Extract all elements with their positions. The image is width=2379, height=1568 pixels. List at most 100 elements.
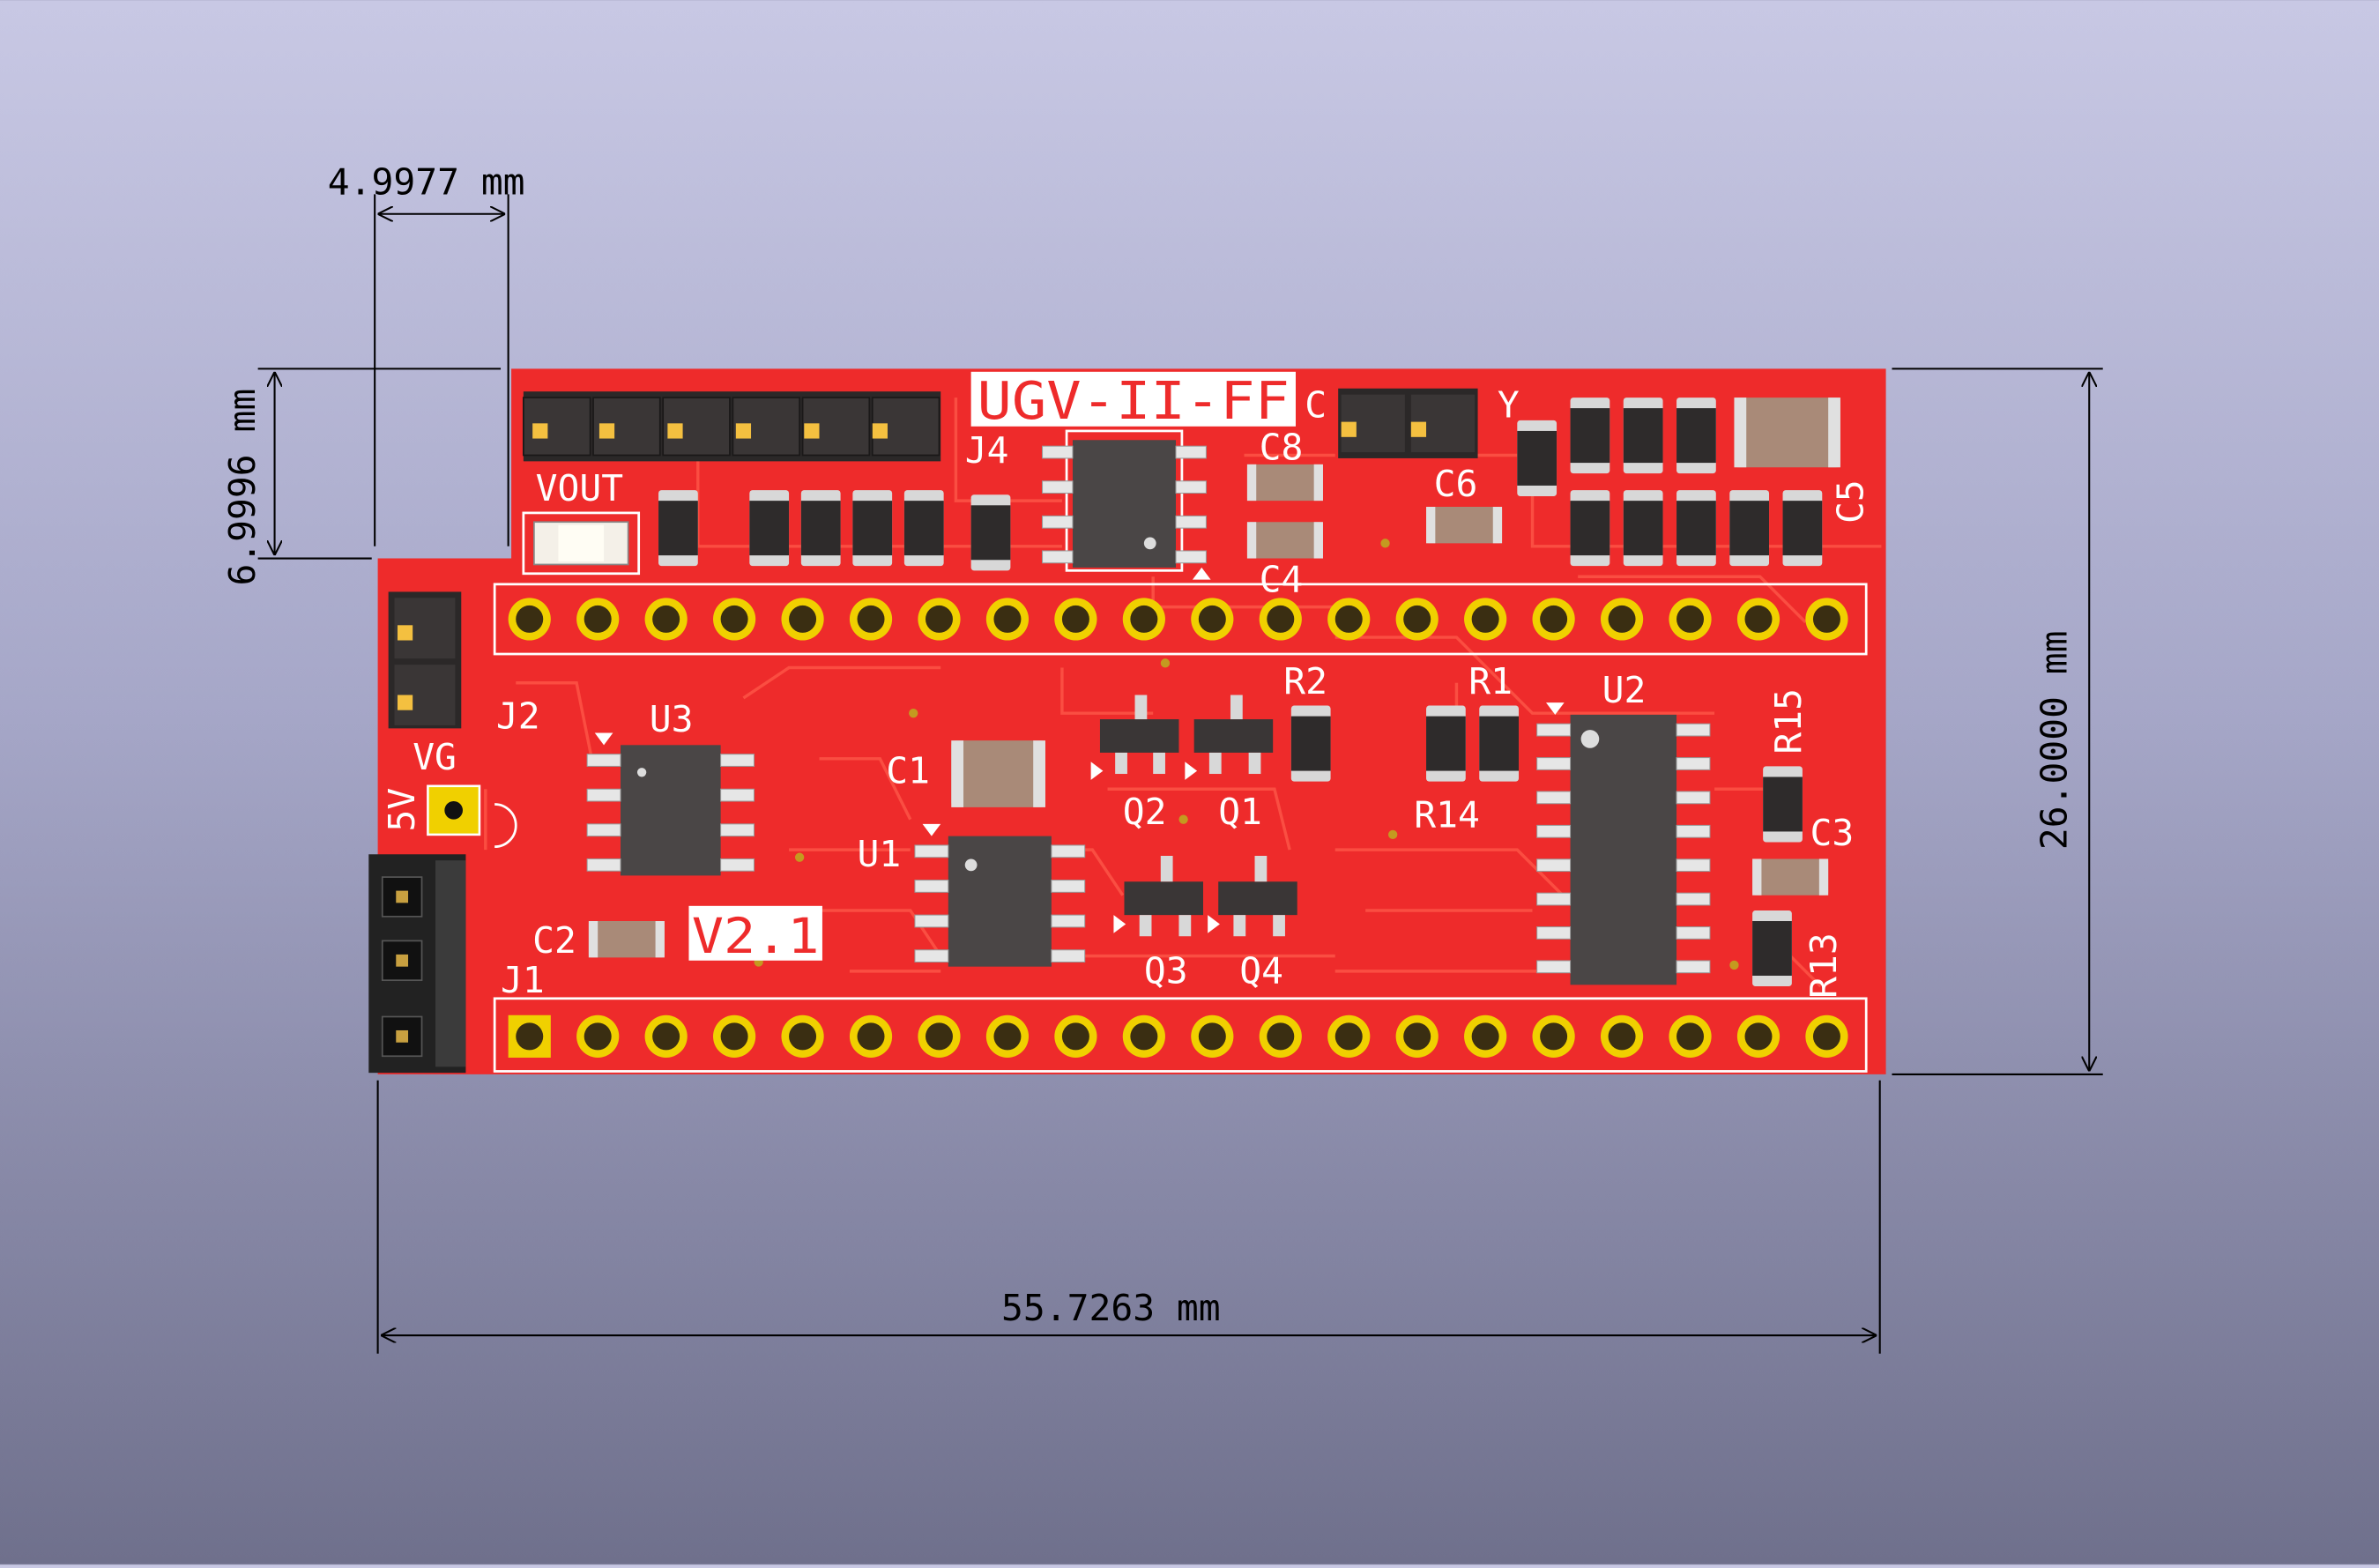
ic-lead <box>720 754 755 767</box>
board-title: UGV-II-FF <box>978 371 1290 431</box>
label-c3: C3 <box>1810 812 1855 854</box>
label-u3: U3 <box>650 698 694 740</box>
pin-hole <box>584 605 612 633</box>
pin-hole <box>993 605 1022 633</box>
label-c8: C8 <box>1260 427 1304 469</box>
ic-dots <box>636 537 1600 872</box>
ic-lead <box>1536 757 1572 770</box>
label-q3: Q3 <box>1144 950 1188 992</box>
pin-hole <box>1403 605 1431 633</box>
label-j4: J4 <box>965 429 1009 472</box>
pin-hole <box>1540 605 1568 633</box>
pin-hole <box>1744 1022 1773 1051</box>
ic-lead <box>1175 480 1207 494</box>
label-u1: U1 <box>858 833 902 875</box>
label-u2: U2 <box>1602 669 1647 711</box>
ic-lead <box>1175 515 1207 529</box>
label-r15: R15 <box>1767 688 1810 754</box>
pin-hole <box>1812 605 1840 633</box>
pin-hole <box>720 605 748 633</box>
transistors <box>1099 695 1297 937</box>
ic-lead <box>1676 926 1711 940</box>
ic-lead <box>1042 480 1074 494</box>
ic-lead <box>1536 960 1572 974</box>
label-c1: C1 <box>886 749 930 791</box>
pin-hole <box>1403 1022 1431 1051</box>
dim-notch-width-label: 4.9977 mm <box>328 160 525 203</box>
pin-hole <box>1198 1022 1226 1051</box>
ic-lead <box>1676 858 1711 873</box>
ic-lead <box>1676 723 1711 737</box>
label-r14: R14 <box>1414 793 1480 836</box>
capacitor <box>1752 858 1829 895</box>
ic-lead <box>914 914 949 928</box>
ic-lead <box>720 788 755 802</box>
smd-passives <box>588 398 1829 987</box>
label-vout: VOUT <box>536 467 623 509</box>
ic-lead <box>1536 723 1572 737</box>
ic-lead <box>586 788 621 802</box>
label-c6: C6 <box>1434 463 1478 505</box>
ic-lead <box>586 823 621 837</box>
pin-hole <box>1608 1022 1636 1051</box>
board-version: V2.1 <box>692 908 820 964</box>
ic-lead <box>720 858 755 872</box>
version-box <box>688 905 822 961</box>
ic-lead <box>1676 757 1711 770</box>
pin-hole <box>925 605 953 633</box>
pin-hole <box>1471 1022 1499 1051</box>
ic-lead <box>1536 926 1572 940</box>
pin-hole <box>993 1022 1022 1051</box>
pin-hole <box>925 1022 953 1051</box>
capacitor <box>1246 464 1323 502</box>
pin-rows <box>508 598 1848 1058</box>
connector-j1 <box>368 854 466 1074</box>
pin-hole <box>652 605 680 633</box>
ic-lead <box>1676 824 1711 838</box>
pin-hole <box>1061 1022 1089 1051</box>
pin-hole <box>1334 1022 1363 1051</box>
pin-hole <box>1198 605 1226 633</box>
label-q2: Q2 <box>1123 791 1167 833</box>
pin-hole <box>1676 605 1705 633</box>
ic-lead <box>914 949 949 963</box>
capacitor <box>588 921 665 958</box>
pin-hole <box>1130 605 1158 633</box>
ic-lead <box>1051 880 1086 893</box>
pin1-markers <box>594 567 1565 933</box>
pin-hole <box>1540 1022 1568 1051</box>
capacitor <box>1426 507 1503 544</box>
pin-hole <box>1608 605 1636 633</box>
pin-hole <box>1744 605 1773 633</box>
ic-lead <box>914 844 949 858</box>
pin-hole <box>1130 1022 1158 1051</box>
dimension-lines <box>257 194 2103 1354</box>
ic-lead <box>720 823 755 837</box>
pin-hole <box>584 1022 612 1051</box>
dim-height-label: 26.0000 mm <box>2033 630 2075 850</box>
ic-lead <box>586 754 621 767</box>
label-q4: Q4 <box>1239 950 1283 992</box>
jumper-cy <box>1338 388 1478 458</box>
label-c2: C2 <box>532 919 576 962</box>
pin-hole <box>720 1022 748 1051</box>
header-j2 <box>388 591 462 729</box>
header-j4 <box>522 391 941 462</box>
label-j1: J1 <box>501 959 545 1001</box>
pin-hole <box>789 605 817 633</box>
ic-lead <box>1051 914 1086 928</box>
title-box <box>970 371 1296 427</box>
pin-hole <box>652 1022 680 1051</box>
pin-hole <box>857 1022 885 1051</box>
ic-lead <box>1676 960 1711 974</box>
ic-bodies <box>621 440 1677 985</box>
ic-lead <box>1051 844 1086 858</box>
pin-hole <box>516 605 544 633</box>
label-c: C <box>1305 383 1327 426</box>
label-r13: R13 <box>1803 933 1845 999</box>
label-j2: J2 <box>496 695 540 737</box>
ic-lead <box>1536 791 1572 805</box>
label-r1: R1 <box>1468 660 1513 702</box>
